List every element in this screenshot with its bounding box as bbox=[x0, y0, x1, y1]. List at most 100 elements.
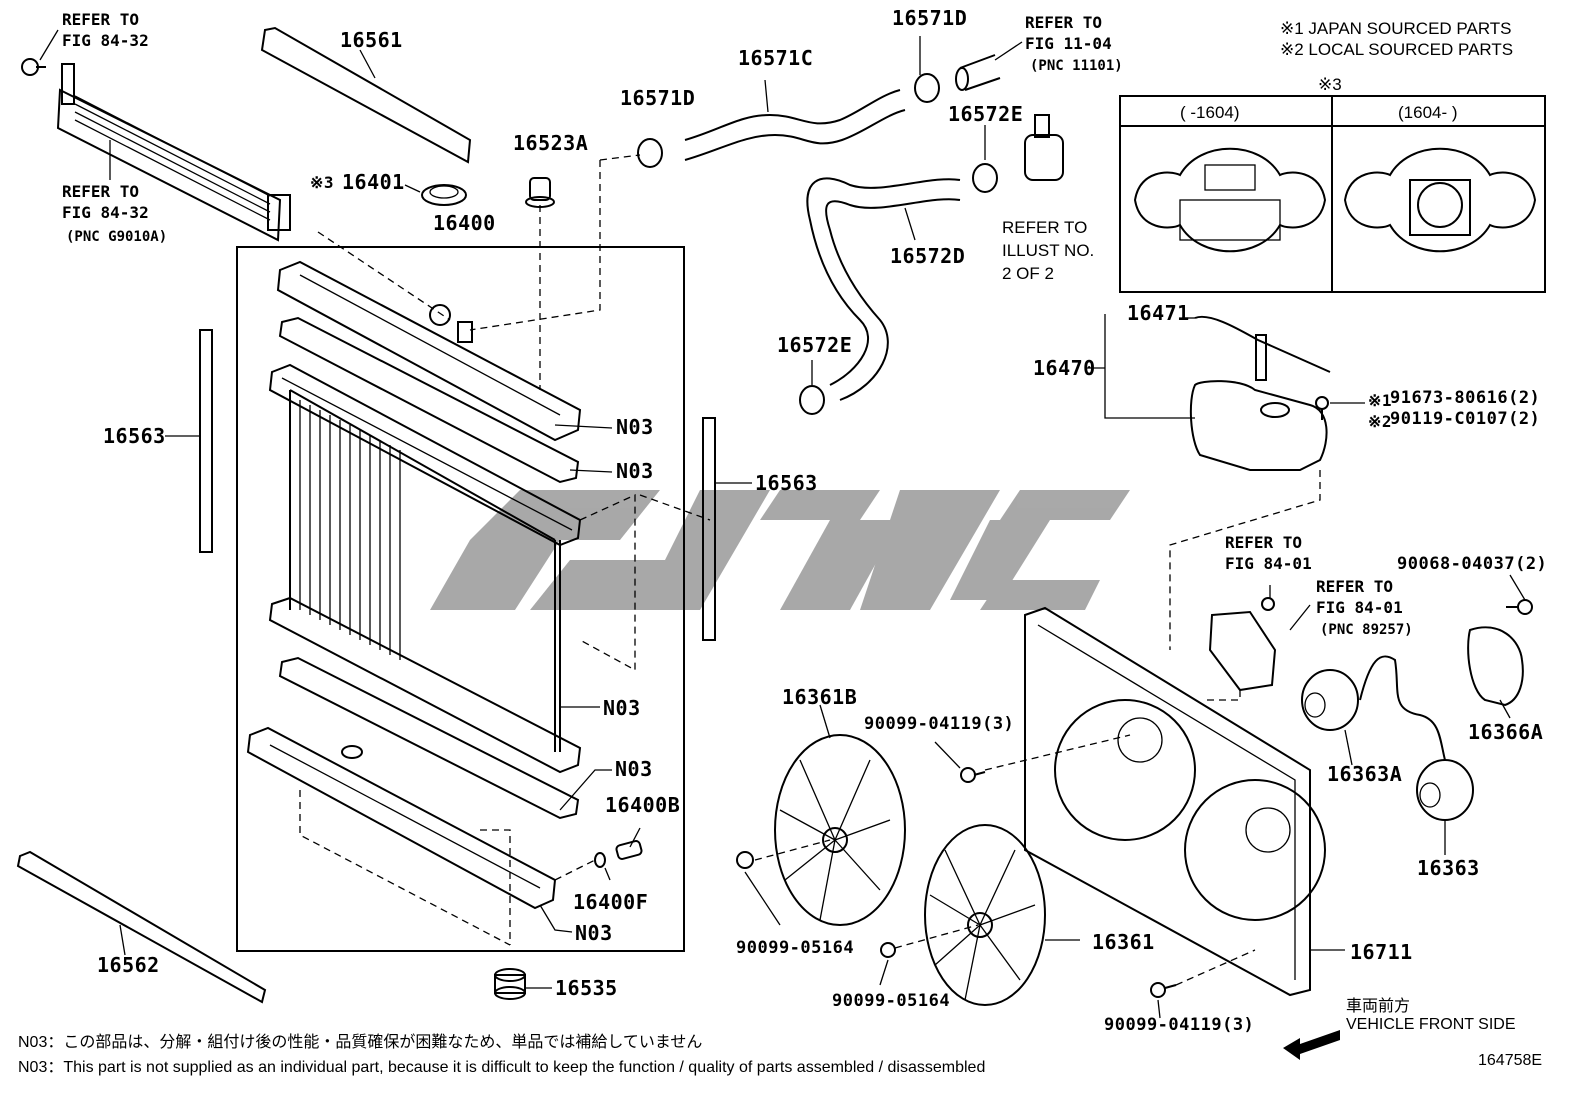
part-91673-80616[interactable]: 91673-80616(2) bbox=[1390, 388, 1541, 408]
gasket-upper[interactable] bbox=[278, 316, 580, 484]
fan-16361B[interactable] bbox=[774, 734, 906, 926]
part-16470[interactable]: 16470 bbox=[1033, 356, 1096, 380]
part-16400F[interactable]: 16400F bbox=[573, 890, 649, 914]
wire-harness[interactable] bbox=[1359, 655, 1446, 761]
radiator-assembly-frame bbox=[236, 246, 685, 952]
mark-2: ※2 bbox=[1368, 412, 1393, 431]
lower-tank[interactable] bbox=[246, 726, 557, 910]
part-16562[interactable]: 16562 bbox=[97, 953, 160, 977]
bolt-icon[interactable] bbox=[21, 58, 46, 76]
n03-label: N03 bbox=[615, 757, 653, 781]
cap-variant-inset bbox=[1119, 95, 1546, 293]
radiator-core[interactable] bbox=[268, 363, 582, 774]
part-16711[interactable]: 16711 bbox=[1350, 940, 1413, 964]
upper-tank[interactable] bbox=[276, 260, 582, 442]
n03-note-jp: N03：この部品は、分解・組付け後の性能・品質確保が困難なため、単品では補給して… bbox=[18, 1034, 703, 1051]
n03-note-en: N03：This part is not supplied as an indi… bbox=[18, 1059, 986, 1076]
lower-hose-16572D[interactable] bbox=[806, 177, 961, 401]
part-16361B[interactable]: 16361B bbox=[782, 685, 858, 709]
fan-motor-16363A[interactable] bbox=[1301, 669, 1359, 731]
reserve-tank-16470[interactable] bbox=[1189, 380, 1328, 471]
cap-new-icon bbox=[1343, 147, 1537, 253]
part-16571D-a[interactable]: 16571D bbox=[620, 86, 696, 110]
cushion-16535[interactable] bbox=[494, 968, 526, 1000]
part-90119-c0107[interactable]: 90119-C0107(2) bbox=[1390, 409, 1541, 429]
hose-clamp-16572E-a[interactable] bbox=[972, 163, 998, 193]
cap-old-icon bbox=[1133, 147, 1327, 253]
vehicle-front-jp: 車両前方 bbox=[1346, 998, 1411, 1015]
fan-motor-16363[interactable] bbox=[1416, 759, 1474, 821]
part-16571D-b[interactable]: 16571D bbox=[892, 6, 968, 30]
ref-fig-84-01-b[interactable]: REFER TO FIG 84-01 bbox=[1316, 577, 1403, 617]
n03-label: N03 bbox=[616, 459, 654, 483]
overflow-hose-16471[interactable] bbox=[1194, 315, 1331, 381]
part-16401[interactable]: 16401 bbox=[342, 170, 405, 194]
n03-label: N03 bbox=[616, 415, 654, 439]
seal-16563-left[interactable] bbox=[199, 329, 213, 553]
n03-label: N03 bbox=[575, 921, 613, 945]
part-90099-04119-a[interactable]: 90099-04119(3) bbox=[864, 714, 1015, 734]
mark-1: ※1 bbox=[1368, 391, 1393, 410]
shroud-bracket-16366A[interactable] bbox=[1467, 626, 1524, 707]
ref-fig-11-04[interactable]: REFER TO FIG 11-04 bbox=[1025, 13, 1112, 53]
inset-right-header: (1604- ) bbox=[1398, 103, 1458, 122]
seal-16563-right[interactable] bbox=[702, 417, 716, 641]
ref-fig-84-32-mid[interactable]: REFER TO FIG 84-32 bbox=[62, 182, 149, 222]
bolt-icon[interactable] bbox=[1506, 599, 1533, 615]
nut-icon[interactable] bbox=[736, 851, 754, 869]
vehicle-front-arrow-icon bbox=[1283, 1030, 1340, 1060]
part-90099-05164-b[interactable]: 90099-05164 bbox=[832, 991, 951, 1011]
part-90099-04119-b[interactable]: 90099-04119(3) bbox=[1104, 1015, 1255, 1035]
part-16361[interactable]: 16361 bbox=[1092, 930, 1155, 954]
part-16400[interactable]: 16400 bbox=[433, 211, 496, 235]
drawing-id: 164758E bbox=[1478, 1052, 1543, 1069]
inset-left-header: ( -1604) bbox=[1180, 103, 1240, 122]
gasket-lower[interactable] bbox=[278, 656, 580, 820]
inset-mark: ※3 bbox=[1318, 75, 1342, 94]
hose-clamp-16571D-a[interactable] bbox=[637, 138, 663, 168]
part-16572E-b[interactable]: 16572E bbox=[777, 333, 853, 357]
bolt-icon[interactable] bbox=[1150, 982, 1177, 998]
part-16363A[interactable]: 16363A bbox=[1327, 762, 1403, 786]
bolt-icon[interactable] bbox=[960, 767, 986, 783]
water-outlet-elbow[interactable] bbox=[1024, 114, 1064, 181]
drain-cock-16400B[interactable] bbox=[615, 840, 643, 860]
mark-3: ※3 bbox=[310, 173, 335, 192]
part-16366A[interactable]: 16366A bbox=[1468, 720, 1544, 744]
vehicle-front-en: VEHICLE FRONT SIDE bbox=[1346, 1016, 1516, 1033]
radiator-support-bracket[interactable] bbox=[56, 63, 291, 242]
ref-fig-84-32-top[interactable]: REFER TO FIG 84-32 bbox=[62, 10, 149, 50]
hose-clamp-16572E-b[interactable] bbox=[799, 385, 825, 415]
radiator-cap-16401[interactable] bbox=[421, 184, 467, 206]
seal-16562[interactable] bbox=[16, 850, 267, 1004]
part-90068-04037[interactable]: 90068-04037(2) bbox=[1397, 554, 1548, 574]
resistor-module[interactable] bbox=[1208, 610, 1277, 692]
part-16563-left[interactable]: 16563 bbox=[103, 424, 166, 448]
upper-hose-16571C[interactable] bbox=[684, 89, 906, 161]
part-16572E-a[interactable]: 16572E bbox=[948, 102, 1024, 126]
drain-plug-16523A[interactable] bbox=[525, 177, 555, 208]
watermark-logo bbox=[430, 490, 1130, 610]
part-16523A[interactable]: 16523A bbox=[513, 131, 589, 155]
nut-icon[interactable] bbox=[880, 942, 896, 958]
ref-fig-84-01-a[interactable]: REFER TO FIG 84-01 bbox=[1225, 533, 1312, 573]
part-16535[interactable]: 16535 bbox=[555, 976, 618, 1000]
fan-shroud-16711[interactable] bbox=[1024, 606, 1326, 997]
part-16571C[interactable]: 16571C bbox=[738, 46, 814, 70]
ref-illust-2-of-2[interactable]: REFER TO ILLUST NO. 2 OF 2 bbox=[1002, 218, 1095, 283]
part-90099-05164-a[interactable]: 90099-05164 bbox=[736, 938, 855, 958]
part-16561[interactable]: 16561 bbox=[340, 28, 403, 52]
part-16572D[interactable]: 16572D bbox=[890, 244, 966, 268]
part-16400B[interactable]: 16400B bbox=[605, 793, 681, 817]
fan-16361[interactable] bbox=[924, 824, 1046, 1006]
part-16363[interactable]: 16363 bbox=[1417, 856, 1480, 880]
part-16471[interactable]: 16471 bbox=[1127, 301, 1190, 325]
bolt-icon[interactable] bbox=[1315, 396, 1329, 420]
seal-16561[interactable] bbox=[260, 26, 472, 164]
pipe-fig-1104[interactable] bbox=[955, 54, 1001, 91]
o-ring-16400F[interactable] bbox=[594, 852, 606, 868]
part-16563-right[interactable]: 16563 bbox=[755, 471, 818, 495]
hose-clamp-16571D-b[interactable] bbox=[914, 73, 940, 103]
bolt-icon[interactable] bbox=[1261, 597, 1275, 611]
